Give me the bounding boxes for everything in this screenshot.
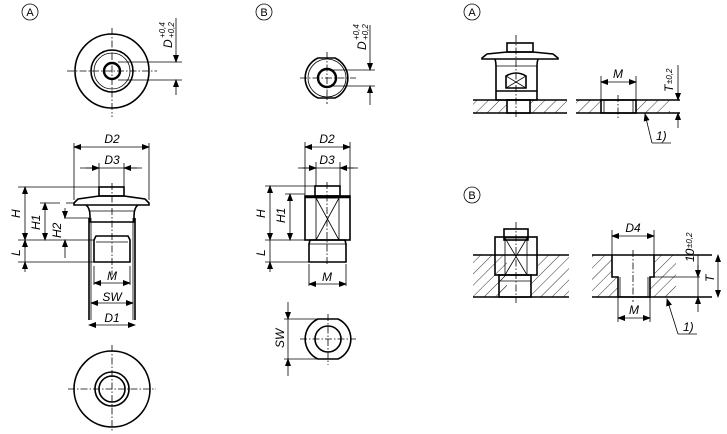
marker-a-label: A [26,7,34,19]
dim-l-label: L [9,249,23,256]
marker-b2-label: B [468,190,475,202]
dim-d4-label: D4 [625,221,641,235]
note-1-a: 1) [656,129,667,143]
dim-sw-b-label: SW [273,327,287,348]
svg-text:±0,2: ±0,2 [665,68,674,84]
dim-d-label: D [161,39,175,48]
svg-text:+0,2: +0,2 [167,22,176,38]
dim-h1-b-label: H1 [274,208,288,223]
dim-d3-label: D3 [104,153,120,167]
view-a-bottom [68,345,156,432]
svg-text:+0,2: +0,2 [361,24,370,40]
mounting-b: B D4 M [463,186,721,335]
dim-sw-label: SW [102,290,123,304]
view-a-top: A D +0,4 +0,2 [21,3,182,117]
view-a-side: D2 D3 H H1 H2 L [9,132,150,328]
svg-text:+0,4: +0,4 [158,22,167,38]
svg-text:D: D [355,41,369,50]
dim-m-b-label: M [322,270,332,284]
mounting-a: A M T ±0,2 1) [463,3,681,144]
svg-text:+0,4: +0,4 [352,24,361,40]
dim-d2-label: D2 [104,132,120,146]
svg-text:±0,2: ±0,2 [685,232,694,248]
view-b-bottom: SW [273,302,356,376]
view-b-top: B D +0,4 +0,2 [255,3,375,105]
dim-d2-b-label: D2 [319,132,335,146]
dim-m-mount-a-label: M [613,67,623,81]
dim-depth-label: 10 [683,248,697,262]
dim-l-b-label: L [254,249,268,256]
marker-a2-label: A [468,7,476,19]
dim-m-mount-b-label: M [629,303,639,317]
note-1-b: 1) [683,320,694,334]
dim-h-b-label: H [254,209,268,218]
dim-h2-label: H2 [50,222,64,238]
marker-a-circle [21,3,39,21]
dim-d3-b-label: D3 [319,153,335,167]
dim-h-label: H [9,209,23,218]
dim-t-b-label: T [703,273,717,282]
dim-m-label: M [107,269,117,283]
marker-b-label: B [260,7,267,19]
dim-t-label: T [662,83,676,92]
dim-h1-label: H1 [29,215,43,230]
view-b-side: D2 D3 H H1 L M [254,132,358,287]
dim-d1-label: D1 [104,311,119,325]
